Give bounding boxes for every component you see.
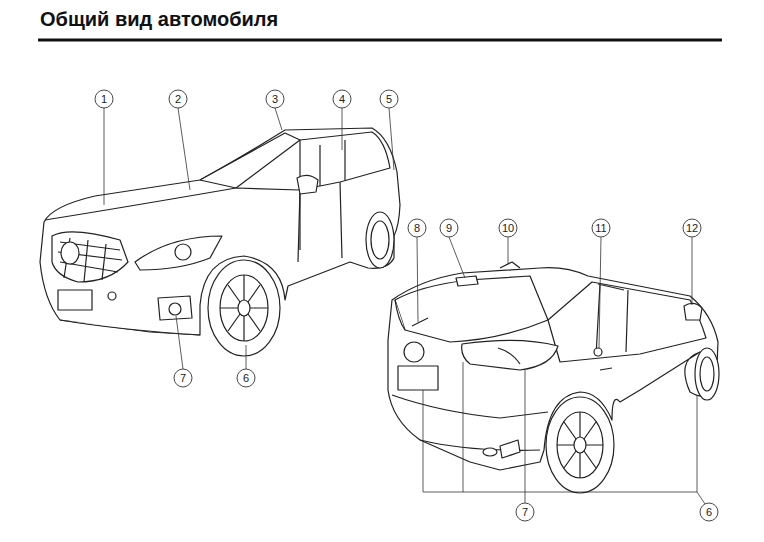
callout-number: 1: [94, 89, 114, 109]
title-rule: [38, 39, 722, 42]
callout-number: 8: [407, 218, 427, 238]
callout-number: 7: [173, 368, 193, 388]
leader-lines: [104, 108, 705, 504]
callout-number: 10: [498, 218, 518, 238]
page-title: Общий вид автомобиля: [40, 8, 278, 31]
callout-number: 4: [332, 89, 352, 109]
callout-circles: [95, 90, 718, 521]
callout-number: 11: [591, 218, 611, 238]
callout-number: 5: [379, 89, 399, 109]
callout-number: 6: [699, 502, 719, 522]
callout-number: 6: [236, 368, 256, 388]
rear-car: [388, 262, 719, 493]
callout-number: 12: [682, 218, 702, 238]
callout-number: 7: [515, 502, 535, 522]
front-car: [40, 128, 400, 356]
callout-number: 3: [265, 89, 285, 109]
callout-number: 2: [168, 89, 188, 109]
callout-number: 9: [439, 218, 459, 238]
